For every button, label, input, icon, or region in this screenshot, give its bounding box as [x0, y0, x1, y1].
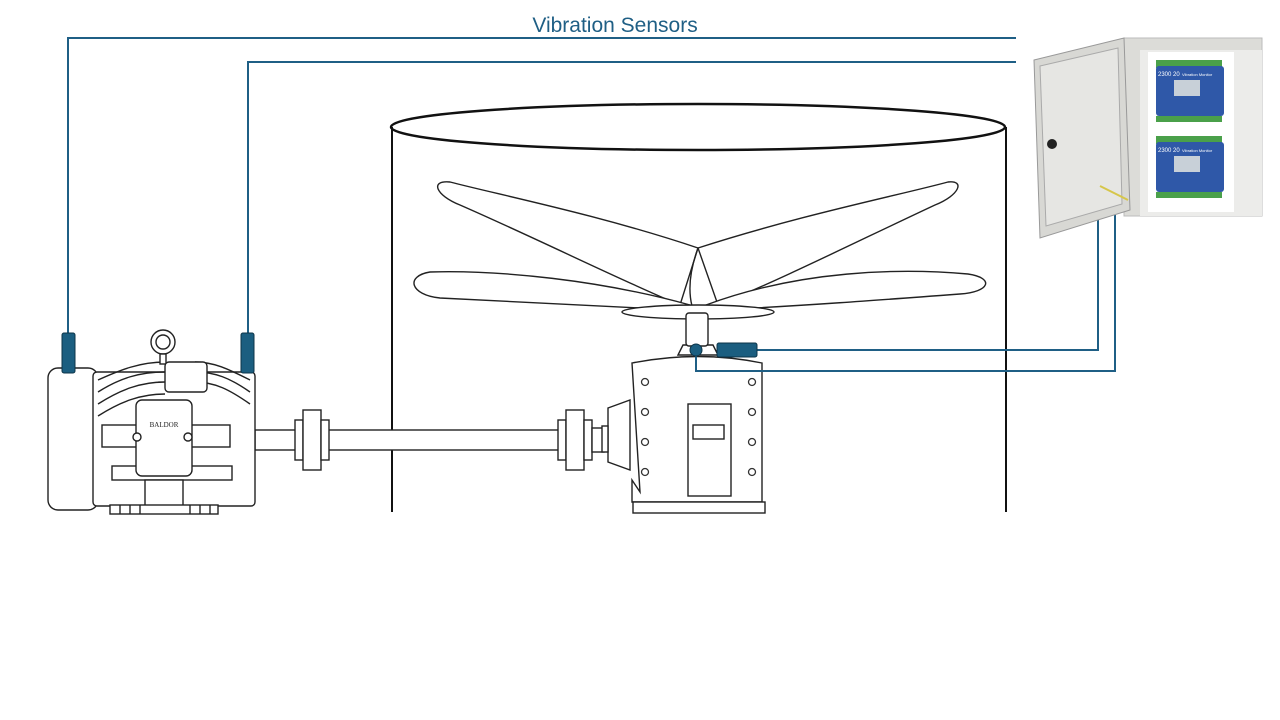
motor-sensor-inboard	[240, 332, 255, 374]
vibration-monitor-2: 2300 20 Vibration Monitor	[1156, 136, 1224, 198]
vibration-monitor-1: 2300 20 Vibration Monitor	[1156, 60, 1224, 122]
diagram-title: Vibration Sensors	[532, 14, 698, 37]
gearbox	[601, 312, 766, 514]
motor-brand: BALDOR	[150, 421, 179, 429]
agitator-impeller	[413, 181, 987, 320]
gearbox-sensor-vertical	[689, 343, 703, 357]
monitor-label: Vibration Monitor	[1182, 72, 1213, 77]
motor: BALDOR	[47, 329, 256, 515]
monitor-model: 2300 20	[1158, 148, 1180, 154]
monitor-label: Vibration Monitor	[1182, 148, 1213, 153]
monitor-model: 2300 20	[1158, 72, 1180, 78]
vibration-sensors	[61, 332, 758, 374]
drive-shaft	[254, 409, 606, 471]
gearbox-sensor-horizontal	[716, 342, 758, 358]
motor-sensor-outboard	[61, 332, 76, 374]
monitor-cabinet: 2300 20 Vibration Monitor 2300 20 Vibrat…	[1033, 37, 1263, 239]
sensor-wiring	[67, 37, 1116, 372]
